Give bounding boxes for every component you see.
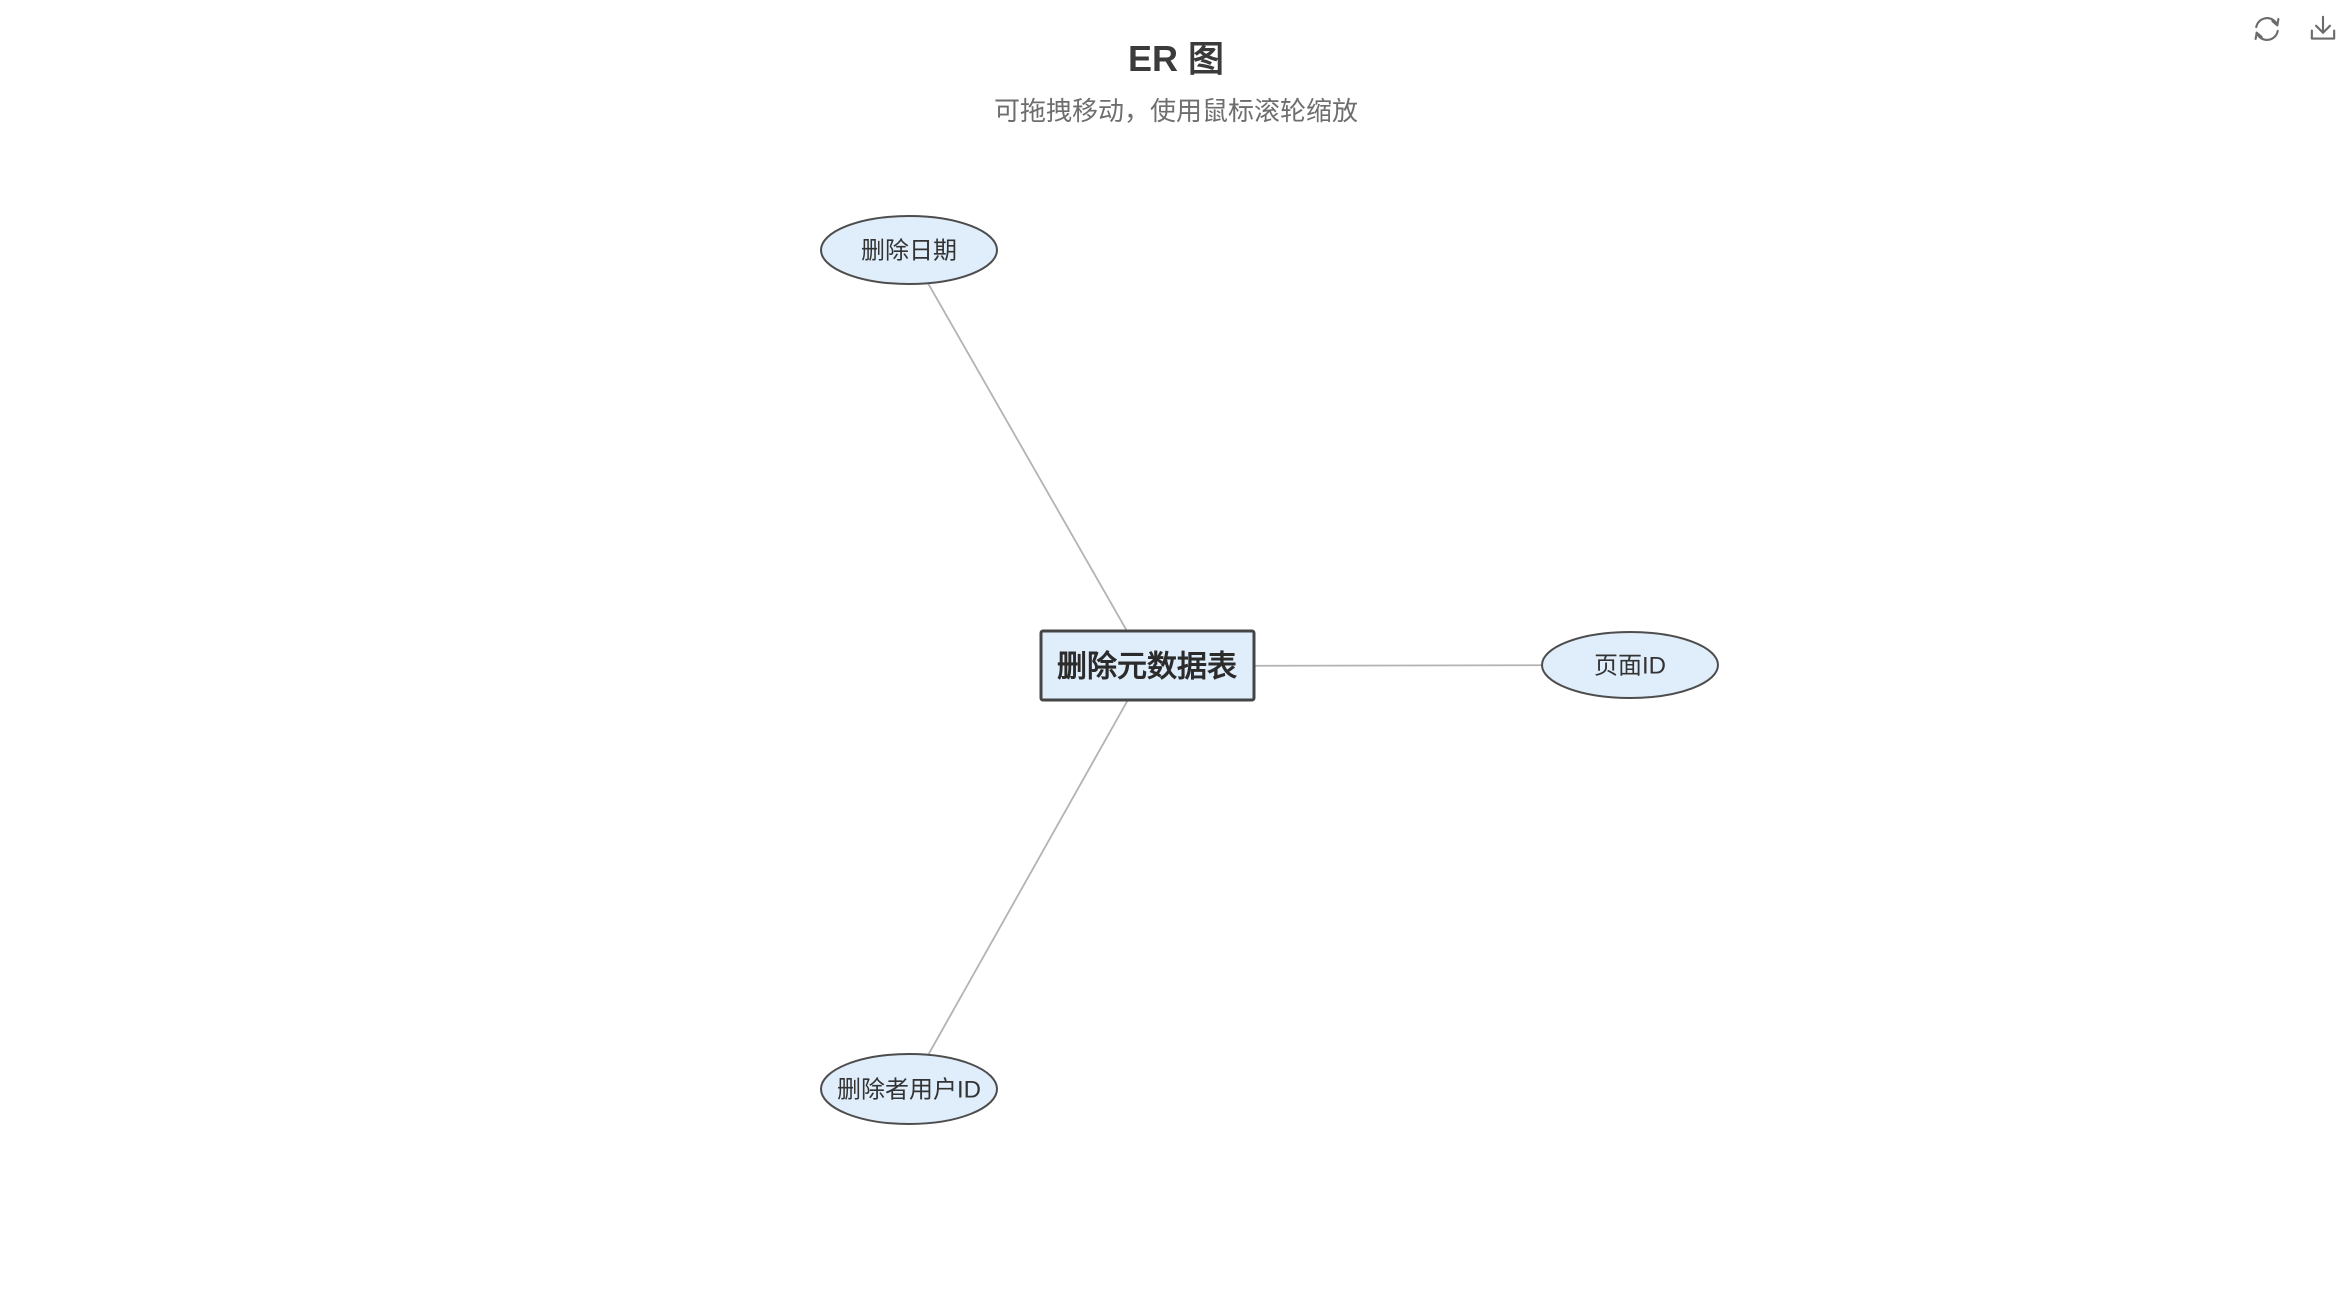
attribute-node-page-id[interactable]: 页面ID bbox=[1541, 631, 1719, 699]
download-button[interactable] bbox=[2302, 8, 2344, 50]
entity-node-delete-metadata-table[interactable]: 删除元数据表 bbox=[1039, 629, 1256, 702]
download-icon bbox=[2310, 15, 2336, 40]
diagram-edges bbox=[908, 249, 1631, 1090]
attribute-label: 删除者用户ID bbox=[837, 1077, 981, 1104]
attribute-node-deleter-user-id[interactable]: 删除者用户ID bbox=[820, 1053, 998, 1125]
attribute-ellipse bbox=[820, 1053, 998, 1125]
toolbar bbox=[2246, 8, 2344, 50]
refresh-button[interactable] bbox=[2246, 8, 2288, 50]
refresh-icon bbox=[2254, 17, 2280, 41]
edge-entity-to-deleter-user-id bbox=[908, 665, 1148, 1090]
entity-rect bbox=[1039, 629, 1256, 702]
attribute-ellipse bbox=[1541, 631, 1719, 699]
attribute-node-delete-date[interactable]: 删除日期 bbox=[820, 215, 998, 285]
attribute-ellipse bbox=[820, 215, 998, 285]
edge-entity-to-delete-date bbox=[908, 249, 1148, 667]
attribute-label: 页面ID bbox=[1594, 653, 1666, 680]
entity-label: 删除元数据表 bbox=[1057, 650, 1237, 684]
attribute-label: 删除日期 bbox=[861, 238, 957, 265]
